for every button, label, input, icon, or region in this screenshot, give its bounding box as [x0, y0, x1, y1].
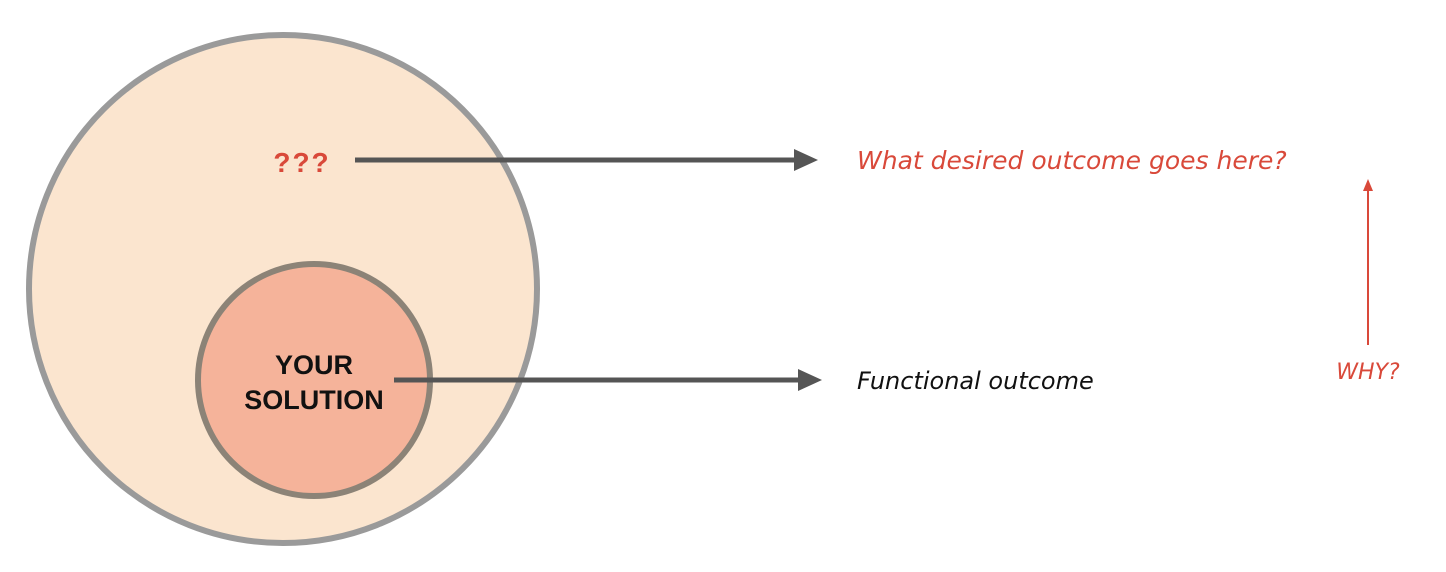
functional-outcome-arrow: [394, 369, 822, 391]
solution-label-line2: SOLUTION: [244, 385, 384, 415]
desired-outcome-label: What desired outcome goes here?: [857, 146, 1287, 175]
solution-label-line1: YOUR: [275, 350, 353, 380]
why-arrow: [1363, 179, 1373, 345]
functional-outcome-label: Functional outcome: [857, 367, 1094, 395]
desired-outcome-arrow: [355, 149, 818, 171]
why-label: WHY?: [1336, 360, 1400, 385]
unknown-marker-label: ???: [273, 147, 330, 178]
